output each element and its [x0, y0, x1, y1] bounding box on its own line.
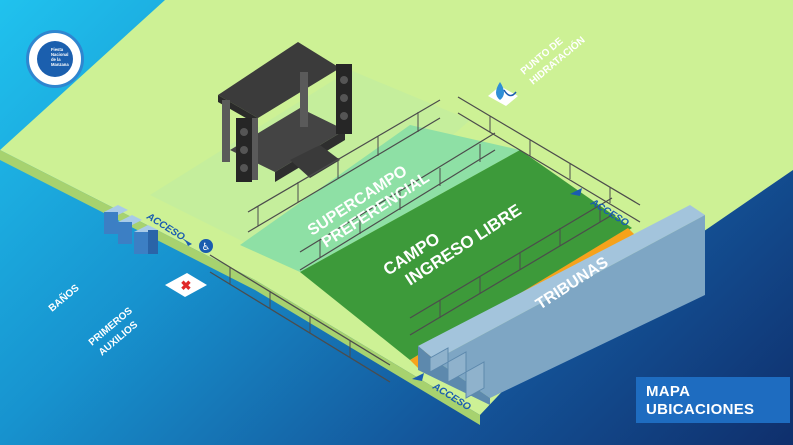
access-arrow-left	[182, 238, 192, 246]
first-aid-icon: ✖	[165, 273, 207, 297]
map-title-line2: UBICACIONES	[646, 401, 755, 418]
hydration-icon	[488, 82, 518, 106]
stage	[218, 42, 352, 182]
tribunas-front	[435, 215, 705, 398]
apple-logo: Fiesta Nacional de la Manzana	[26, 30, 84, 88]
supercampo-preferencial-zone	[240, 125, 520, 272]
map-title-box: MAPA UBICACIONES	[636, 377, 790, 423]
logo-text-line: Manzana	[51, 62, 69, 67]
logo-text-line: Fiesta	[51, 47, 64, 52]
tribunas-top	[418, 205, 705, 360]
campo-ingreso-libre-zone	[300, 150, 632, 360]
fences	[209, 96, 641, 383]
svg-text:♿: ♿	[202, 242, 211, 253]
accessibility-icon: ♿	[199, 239, 213, 253]
logo-text-line: de la	[51, 57, 61, 62]
map-title-line1: MAPA	[646, 383, 691, 400]
bathrooms-icon	[104, 205, 158, 254]
logo-text-line: Nacional	[51, 52, 69, 57]
ground-edge	[0, 150, 480, 425]
access-arrow-right	[570, 188, 582, 196]
apple-icon	[37, 41, 73, 77]
banos-label: BAÑOS	[46, 281, 82, 314]
fence-posts	[229, 112, 611, 357]
tribunas-steps	[429, 347, 485, 399]
access-arrow-bottom	[412, 373, 424, 381]
logo-text: Fiesta Nacional de la Manzana	[51, 47, 81, 67]
svg-text:✖: ✖	[181, 278, 192, 293]
